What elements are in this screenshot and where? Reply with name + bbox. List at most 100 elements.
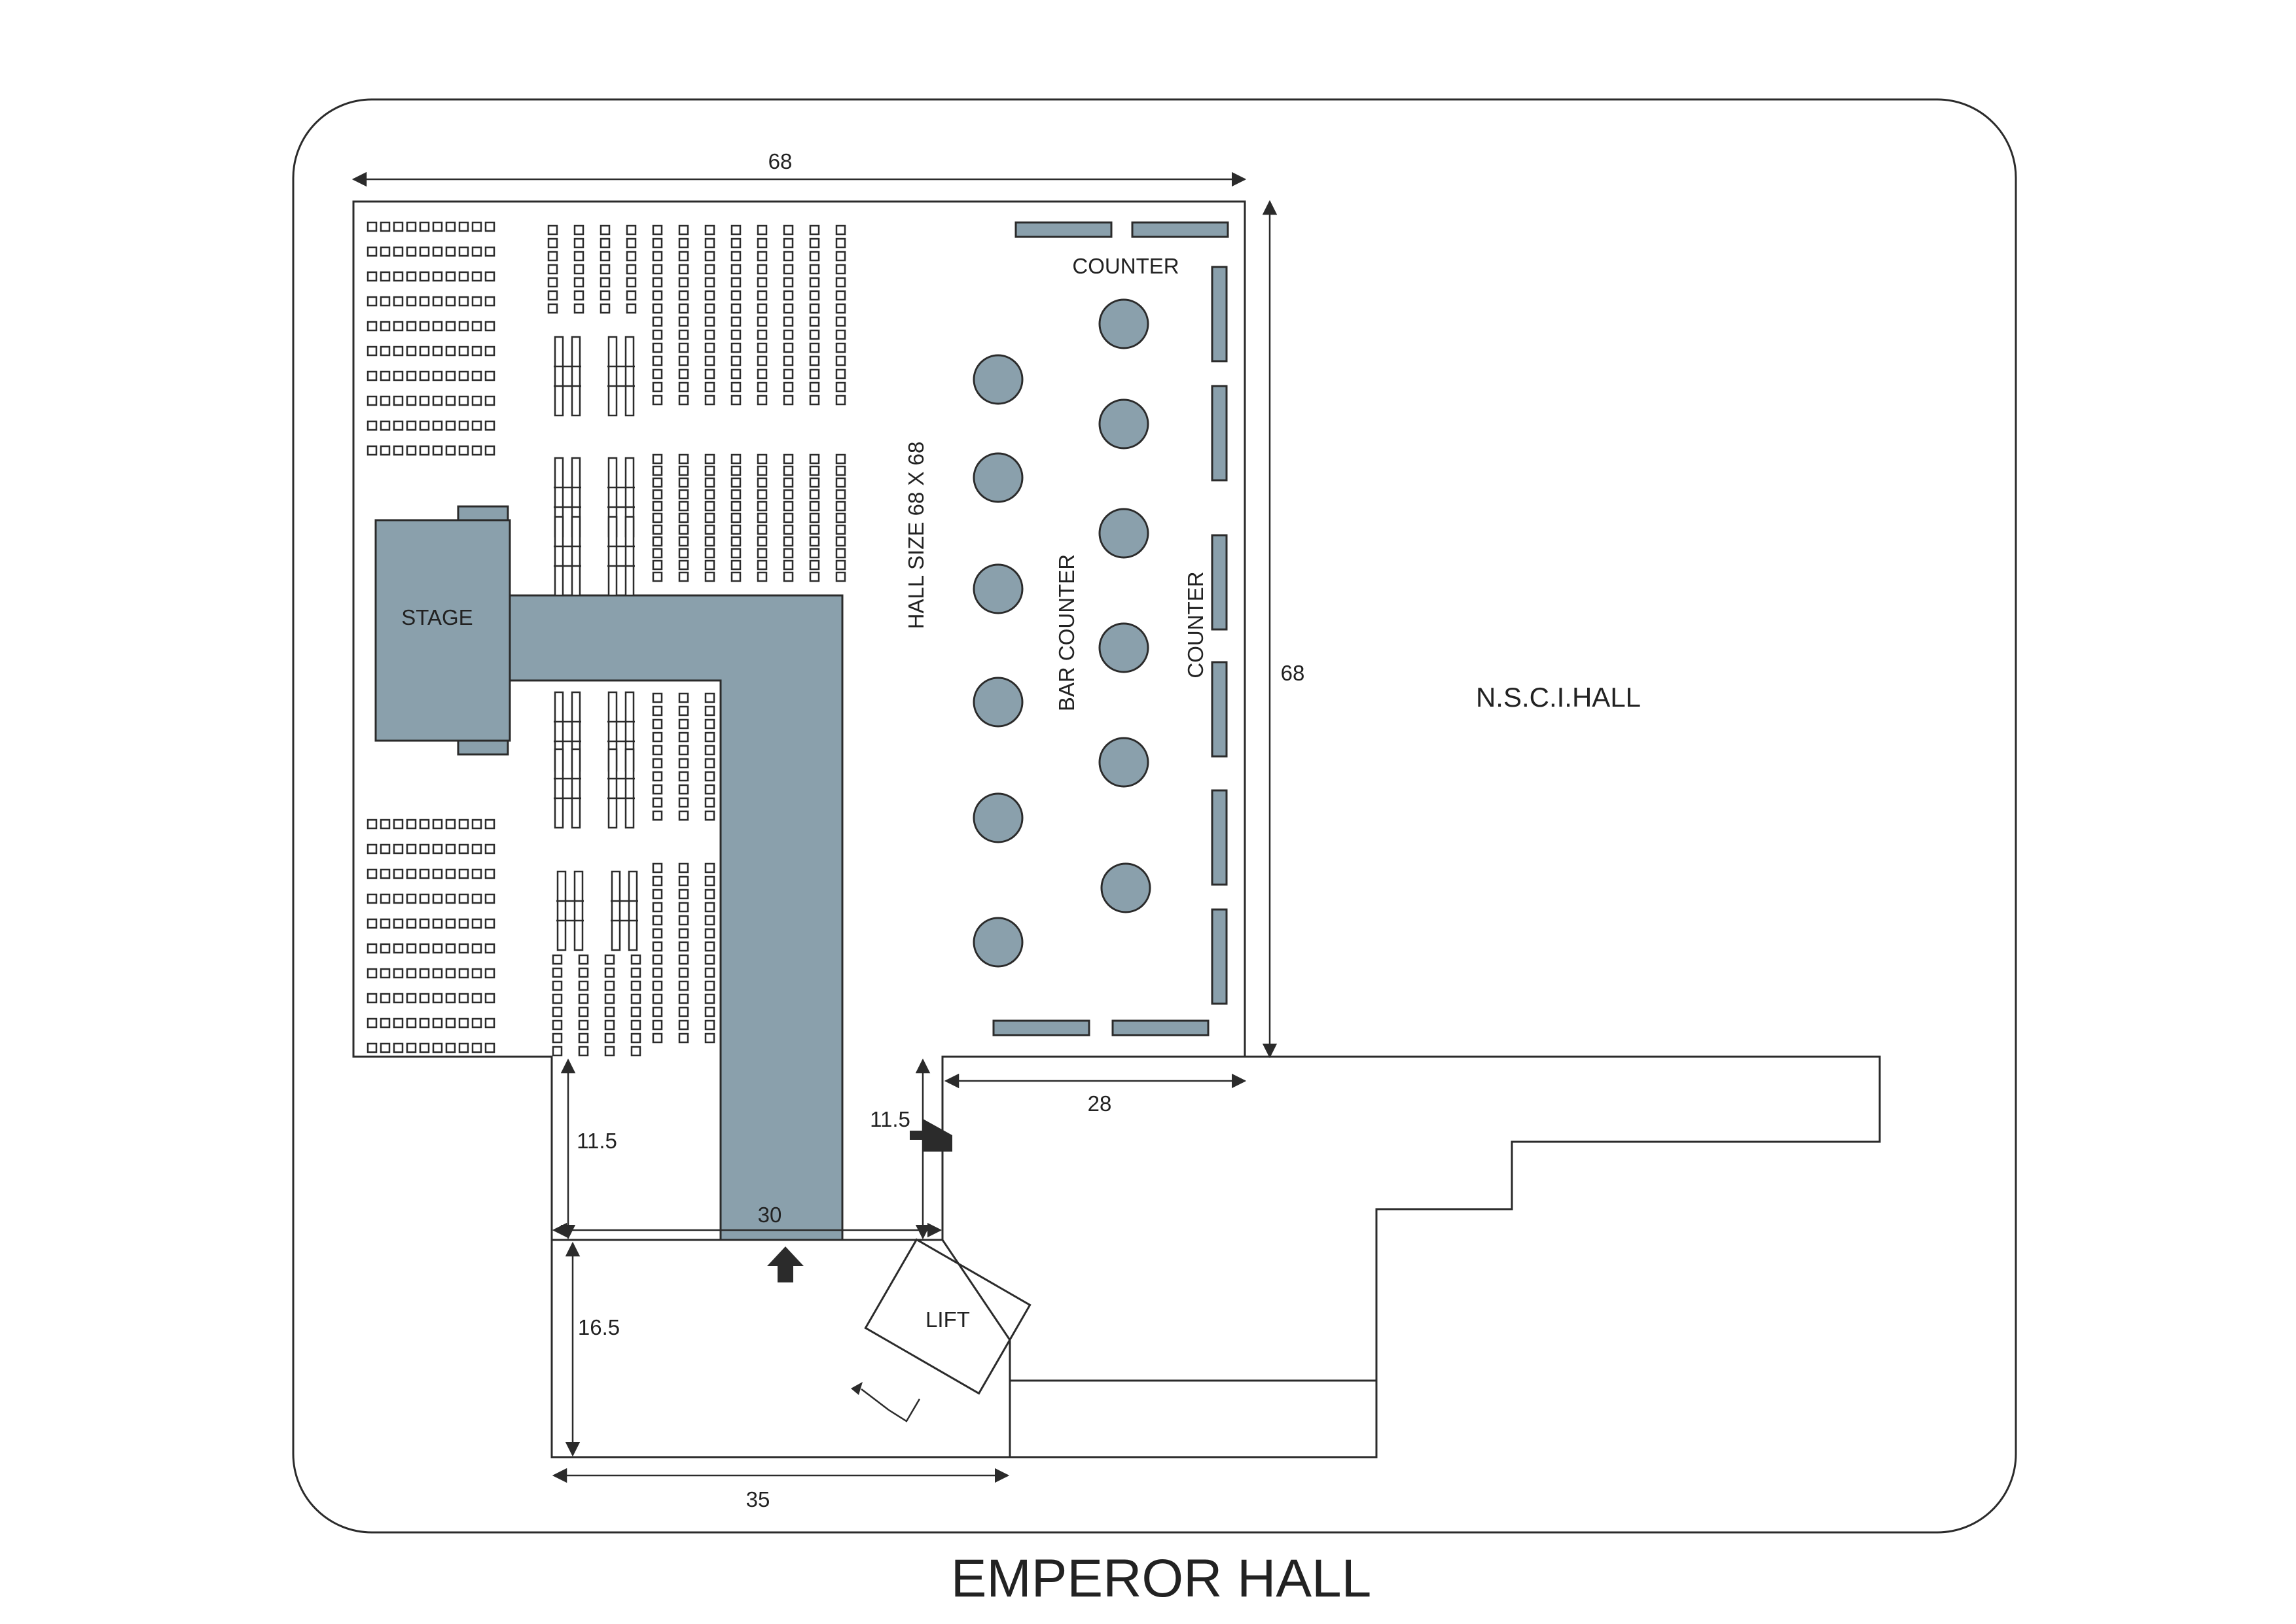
chair [652, 524, 663, 535]
chair [458, 993, 469, 1004]
chair [757, 277, 768, 288]
counter-bar [1211, 385, 1228, 482]
chair [652, 1019, 663, 1031]
chair [626, 277, 637, 288]
chair [809, 290, 820, 301]
page-title: EMPEROR HALL [951, 1549, 1372, 1608]
chair [704, 875, 715, 887]
counter-bar [1014, 221, 1113, 238]
chair [809, 303, 820, 314]
chair [704, 797, 715, 808]
chair [652, 732, 663, 743]
chair [652, 395, 663, 406]
chair [393, 993, 404, 1004]
chair [809, 489, 820, 500]
round-tables [973, 298, 1151, 968]
chair [380, 420, 391, 431]
chair [552, 1006, 563, 1017]
chair [419, 993, 430, 1004]
lift-door-line [861, 1388, 889, 1411]
chair [678, 784, 689, 795]
chair [393, 321, 404, 332]
chair [704, 395, 715, 406]
counter-bar [1131, 221, 1229, 238]
chair [678, 889, 689, 900]
chair [630, 954, 641, 965]
chair [730, 512, 742, 523]
bench [556, 870, 567, 951]
bench [611, 870, 621, 951]
chair [757, 290, 768, 301]
dim-hall-height-label: 68 [1281, 661, 1305, 685]
chair [471, 271, 482, 282]
chair [419, 370, 430, 381]
entry-arrow-up [767, 1246, 804, 1282]
chair [406, 1017, 417, 1029]
chair [484, 246, 495, 257]
chair [835, 453, 846, 465]
chair [484, 1017, 495, 1029]
chair [678, 548, 689, 559]
chair [367, 370, 378, 381]
chair [783, 559, 794, 571]
chair [730, 251, 742, 262]
chair [552, 1033, 563, 1044]
chair [432, 271, 443, 282]
chair [704, 329, 715, 340]
chair [393, 918, 404, 929]
chair [783, 355, 794, 366]
chair [835, 548, 846, 559]
chair [678, 1006, 689, 1017]
chair [704, 224, 715, 236]
chair [652, 477, 663, 488]
round-table [973, 792, 1024, 843]
bar-counter-label: BAR COUNTER [1054, 554, 1079, 711]
chair [367, 445, 378, 456]
chair [458, 296, 469, 307]
chair [783, 548, 794, 559]
chair [730, 548, 742, 559]
chair [757, 381, 768, 393]
counter-bar [1211, 661, 1228, 758]
counter-bar [992, 1019, 1090, 1036]
chair [419, 345, 430, 357]
chair [704, 941, 715, 952]
chair [835, 477, 846, 488]
chair-grid-center [547, 224, 846, 1057]
chair [380, 993, 391, 1004]
chair [393, 893, 404, 904]
stage [374, 519, 511, 742]
chair [809, 395, 820, 406]
bench [554, 516, 564, 597]
chair [678, 453, 689, 465]
chair [678, 316, 689, 327]
chair [630, 993, 641, 1004]
chair [419, 819, 430, 830]
chair [783, 524, 794, 535]
chair [367, 868, 378, 879]
chair [652, 501, 663, 512]
chair [484, 321, 495, 332]
chair [547, 251, 558, 262]
chair [600, 224, 611, 236]
chair [367, 1042, 378, 1053]
chair [393, 943, 404, 954]
chair [757, 477, 768, 488]
chair [484, 395, 495, 406]
chair [835, 381, 846, 393]
chair [419, 943, 430, 954]
chair [367, 345, 378, 357]
chair [419, 843, 430, 855]
counter-bar [1111, 1019, 1210, 1036]
chair [367, 420, 378, 431]
chair [678, 477, 689, 488]
dim-lobby-width-label: 35 [746, 1487, 770, 1511]
chair [757, 329, 768, 340]
chair [652, 559, 663, 571]
lift-door-arrow [851, 1382, 863, 1395]
chair [678, 993, 689, 1004]
chair [704, 954, 715, 965]
chair [652, 548, 663, 559]
chair [406, 271, 417, 282]
chair [678, 915, 689, 926]
